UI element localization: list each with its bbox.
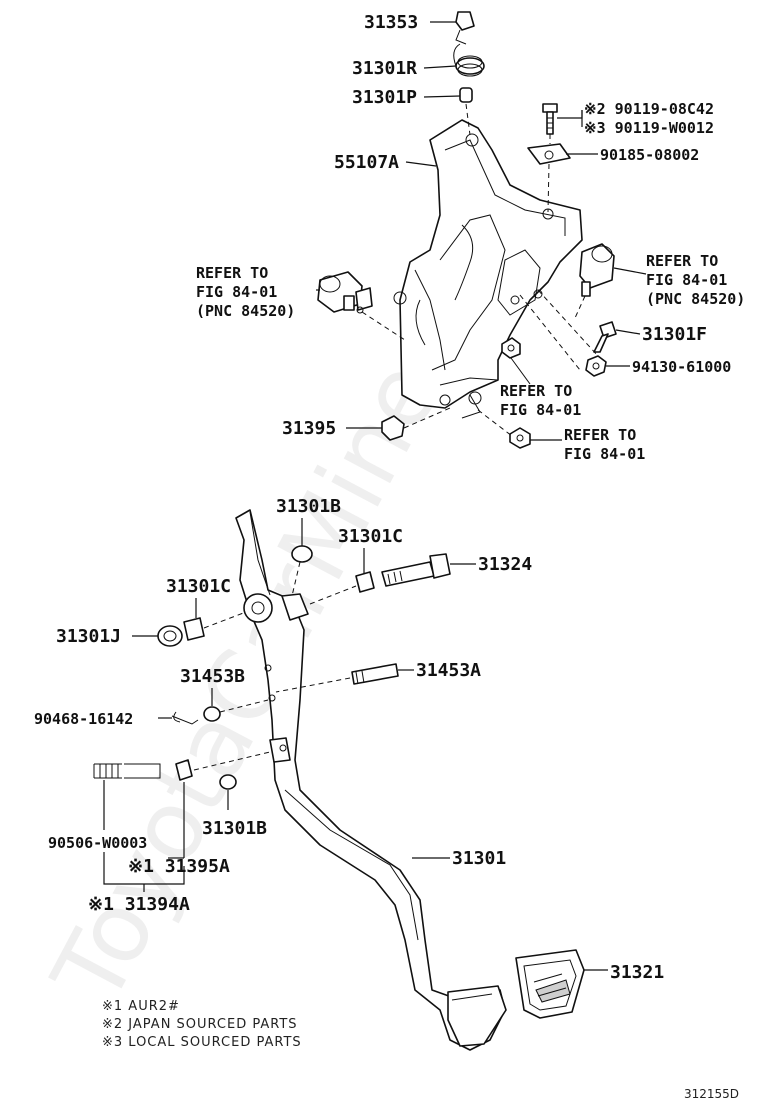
- stop-lamp-switch-left: [317, 271, 373, 314]
- label-31453a: 31453A: [416, 660, 481, 681]
- leader-lines: [103, 21, 647, 971]
- label-31301r: 31301R: [352, 58, 417, 79]
- label-90506-w0003: 90506-W0003: [48, 834, 147, 852]
- label-90119-w0012: ※3 90119-W0012: [584, 119, 714, 137]
- nut-bracket-bottom: [509, 427, 531, 449]
- nut-bracket-lower: [501, 337, 521, 359]
- bushing-31301p: [459, 87, 473, 103]
- bushing-31453b: [203, 706, 221, 722]
- cushion-31395: [381, 415, 405, 441]
- bushing-31301c-right: [355, 571, 375, 593]
- stopper-31395a: [175, 759, 193, 781]
- bushing-31301c-left: [183, 617, 205, 641]
- label-55107a: 55107A: [334, 152, 399, 173]
- label-94130-61000: 94130-61000: [632, 358, 731, 376]
- pin-31453a: [351, 663, 399, 685]
- clip-31353: [455, 11, 475, 45]
- diagram-code: 312155D: [684, 1087, 739, 1101]
- spring-90506: [93, 763, 161, 779]
- plate-nut-90185: [527, 143, 571, 165]
- label-refer-left-1: REFER TO: [196, 264, 268, 282]
- label-31395a: ※1 31395A: [128, 856, 230, 877]
- stop-lamp-switch-right: [579, 243, 615, 297]
- label-31301p: 31301P: [352, 87, 417, 108]
- label-refer-low-2: FIG 84-01: [564, 445, 645, 463]
- footnotes: ※1 AUR2# ※2 JAPAN SOURCED PARTS ※3 LOCAL…: [102, 999, 302, 1050]
- note-local-sourced: ※3 LOCAL SOURCED PARTS: [102, 1035, 302, 1050]
- label-refer-right-1: REFER TO: [646, 252, 718, 270]
- spring-31301r: [453, 43, 485, 77]
- brake-pedal-arm-31301: [235, 509, 507, 1051]
- label-31301: 31301: [452, 848, 506, 869]
- bolt-31324: [381, 553, 451, 587]
- label-31353: 31353: [364, 12, 418, 33]
- label-31301c-right: 31301C: [338, 526, 403, 547]
- label-31321: 31321: [610, 962, 664, 983]
- pedal-pad-31321: [515, 949, 585, 1019]
- label-90185-08002: 90185-08002: [600, 146, 699, 164]
- cap-31301b-top: [291, 545, 313, 563]
- label-refer-mid-1: REFER TO: [500, 382, 572, 400]
- bolt-31301f: [593, 321, 617, 353]
- label-90119-08c42: ※2 90119-08C42: [584, 100, 714, 118]
- clip-90468: [171, 711, 199, 725]
- label-31301b-top: 31301B: [276, 496, 341, 517]
- label-90468-16142: 90468-16142: [34, 710, 133, 728]
- collar-31301j: [157, 625, 183, 647]
- part-labels: 31353 31301R 31301P 55107A ※2 90119-08C4…: [34, 12, 745, 983]
- label-31301f: 31301F: [642, 324, 707, 345]
- note-aur2: ※1 AUR2#: [102, 999, 180, 1014]
- label-31394a: ※1 31394A: [88, 894, 190, 915]
- label-31453b: 31453B: [180, 666, 245, 687]
- note-japan-sourced: ※2 JAPAN SOURCED PARTS: [102, 1017, 298, 1032]
- label-31301b-bottom: 31301B: [202, 818, 267, 839]
- label-refer-left-2: FIG 84-01: [196, 283, 277, 301]
- label-31301j: 31301J: [56, 626, 121, 647]
- label-refer-mid-2: FIG 84-01: [500, 401, 581, 419]
- label-31301c-left: 31301C: [166, 576, 231, 597]
- cap-31301b-bottom: [219, 774, 237, 790]
- label-31324: 31324: [478, 554, 532, 575]
- bolt-90119: [542, 103, 558, 135]
- label-refer-left-3: (PNC 84520): [196, 302, 295, 320]
- label-refer-right-2: FIG 84-01: [646, 271, 727, 289]
- label-refer-right-3: (PNC 84520): [646, 290, 745, 308]
- label-refer-low-1: REFER TO: [564, 426, 636, 444]
- nut-94130: [585, 355, 607, 377]
- label-31395: 31395: [282, 418, 336, 439]
